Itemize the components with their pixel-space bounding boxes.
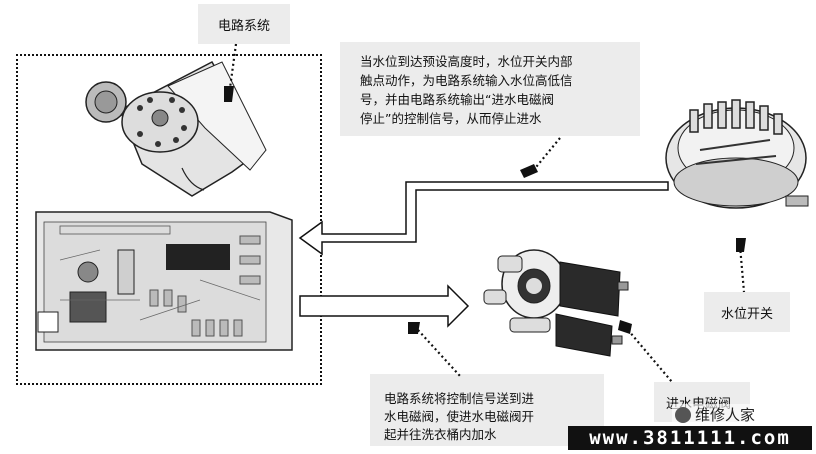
- callout-line: 当水位到达预设高度时，水位开关内部: [360, 54, 573, 69]
- pointer-hand-icon: [408, 322, 420, 334]
- pointer-hand-icon: [520, 164, 538, 178]
- leader-callout-bottom: [417, 329, 461, 377]
- water-switch-label-box: 水位开关: [704, 292, 790, 332]
- pointer-hand-icon: [618, 320, 632, 334]
- pointer-hand-icon: [224, 86, 234, 102]
- water-level-switch-illustration: [665, 99, 809, 209]
- url-watermark: www.3811111.com: [568, 426, 812, 450]
- callout-line: 号，并由电路系统输出“进水电磁阀: [360, 92, 554, 107]
- watermark-url: www.3811111.com: [589, 427, 791, 449]
- program-timer-illustration: [85, 61, 267, 197]
- inlet-valve-illustration: [483, 249, 629, 357]
- feedback-signal-arrow: [298, 181, 669, 256]
- circuit-board-illustration: [35, 211, 293, 351]
- control-signal-arrow: [299, 284, 470, 328]
- circuit-system-label-box: 电路系统: [198, 4, 290, 44]
- leader-callout-top: [531, 137, 561, 173]
- circuit-system-frame: [16, 54, 322, 385]
- callout-control-signal: 电路系统将控制信号送到进 水电磁阀，使进水电磁阀开 起并往洗衣桶内加水: [370, 374, 604, 446]
- callout-line: 水电磁阀，使进水电磁阀开: [384, 409, 535, 424]
- callout-line: 触点动作，为电路系统输入水位高低信: [360, 73, 573, 88]
- leader-inlet-valve: [627, 329, 673, 383]
- callout-line: 停止”的控制信号，从而停止进水: [360, 111, 542, 126]
- water-switch-label: 水位开关: [720, 306, 773, 322]
- brand-name: 维修人家: [695, 406, 756, 424]
- wechat-icon: [675, 406, 691, 423]
- brand-watermark: 维修人家: [672, 404, 759, 425]
- pointer-hand-icon: [736, 238, 746, 252]
- leader-water-switch: [738, 245, 746, 293]
- callout-water-level: 当水位到达预设高度时，水位开关内部 触点动作，为电路系统输入水位高低信 号，并由…: [340, 42, 640, 136]
- circuit-system-label: 电路系统: [217, 18, 270, 34]
- callout-line: 起并往洗衣桶内加水: [384, 427, 497, 442]
- callout-line: 电路系统将控制信号送到进: [384, 391, 535, 406]
